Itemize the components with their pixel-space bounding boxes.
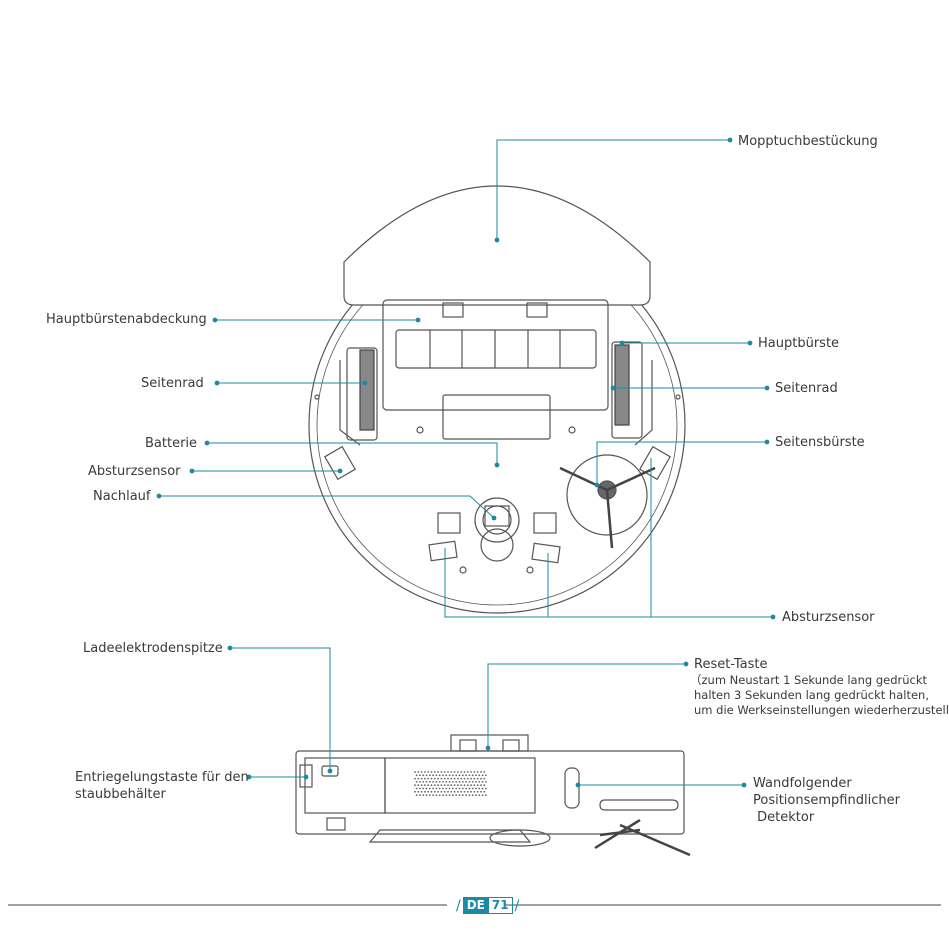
language-tag: DE [462,897,489,914]
label-side-wheel-left: Seitenrad [141,376,204,391]
label-main-brush: Hauptbürste [758,336,840,351]
label-caster: Nachlauf [93,489,151,504]
label-charging-contacts: Ladeelektrodenspitze [83,641,223,656]
label-dustbin-release-1: Entriegelungstaste für den [75,770,249,785]
label-reset-line2: halten 3 Sekunden lang gedrückt halten, [694,688,929,702]
label-cliff-sensor-left: Absturzsensor [88,464,181,479]
robot-side-view [295,734,691,857]
label-cliff-sensor-bottom: Absturzsensor [782,610,875,625]
label-main-brush-cover: Hauptbürstenabdeckung [46,312,207,327]
label-battery: Batterie [145,436,198,451]
slash-left-icon: / [456,897,461,914]
robot-bottom-view [308,185,686,614]
speaker-grille [414,771,487,796]
label-mop-mount: Mopptuchbestückung [738,134,878,149]
label-side-brush: Seitensbürste [775,435,865,450]
label-reset-title: Reset-Taste [694,657,768,672]
label-side-wheel-right: Seitenrad [775,381,838,396]
label-reset-line3: um die Werkseinstellungen wiederherzuste… [694,703,949,717]
leader-dots [156,137,776,788]
label-wall-sensor-2: Positionsempfindlicher [753,793,900,808]
label-wall-sensor-3: Detektor [753,810,815,825]
label-dustbin-release-2: staubbehälter [75,787,166,802]
slash-right-icon: / [514,897,520,914]
page-number: 71 [488,897,513,914]
leader-lines [159,139,773,786]
label-reset-line1: （zum Neustart 1 Sekunde lang gedrückt [690,673,928,687]
page-number-badge: / DE 71 / [454,897,521,914]
label-wall-sensor-1: Wandfolgender [753,776,852,791]
